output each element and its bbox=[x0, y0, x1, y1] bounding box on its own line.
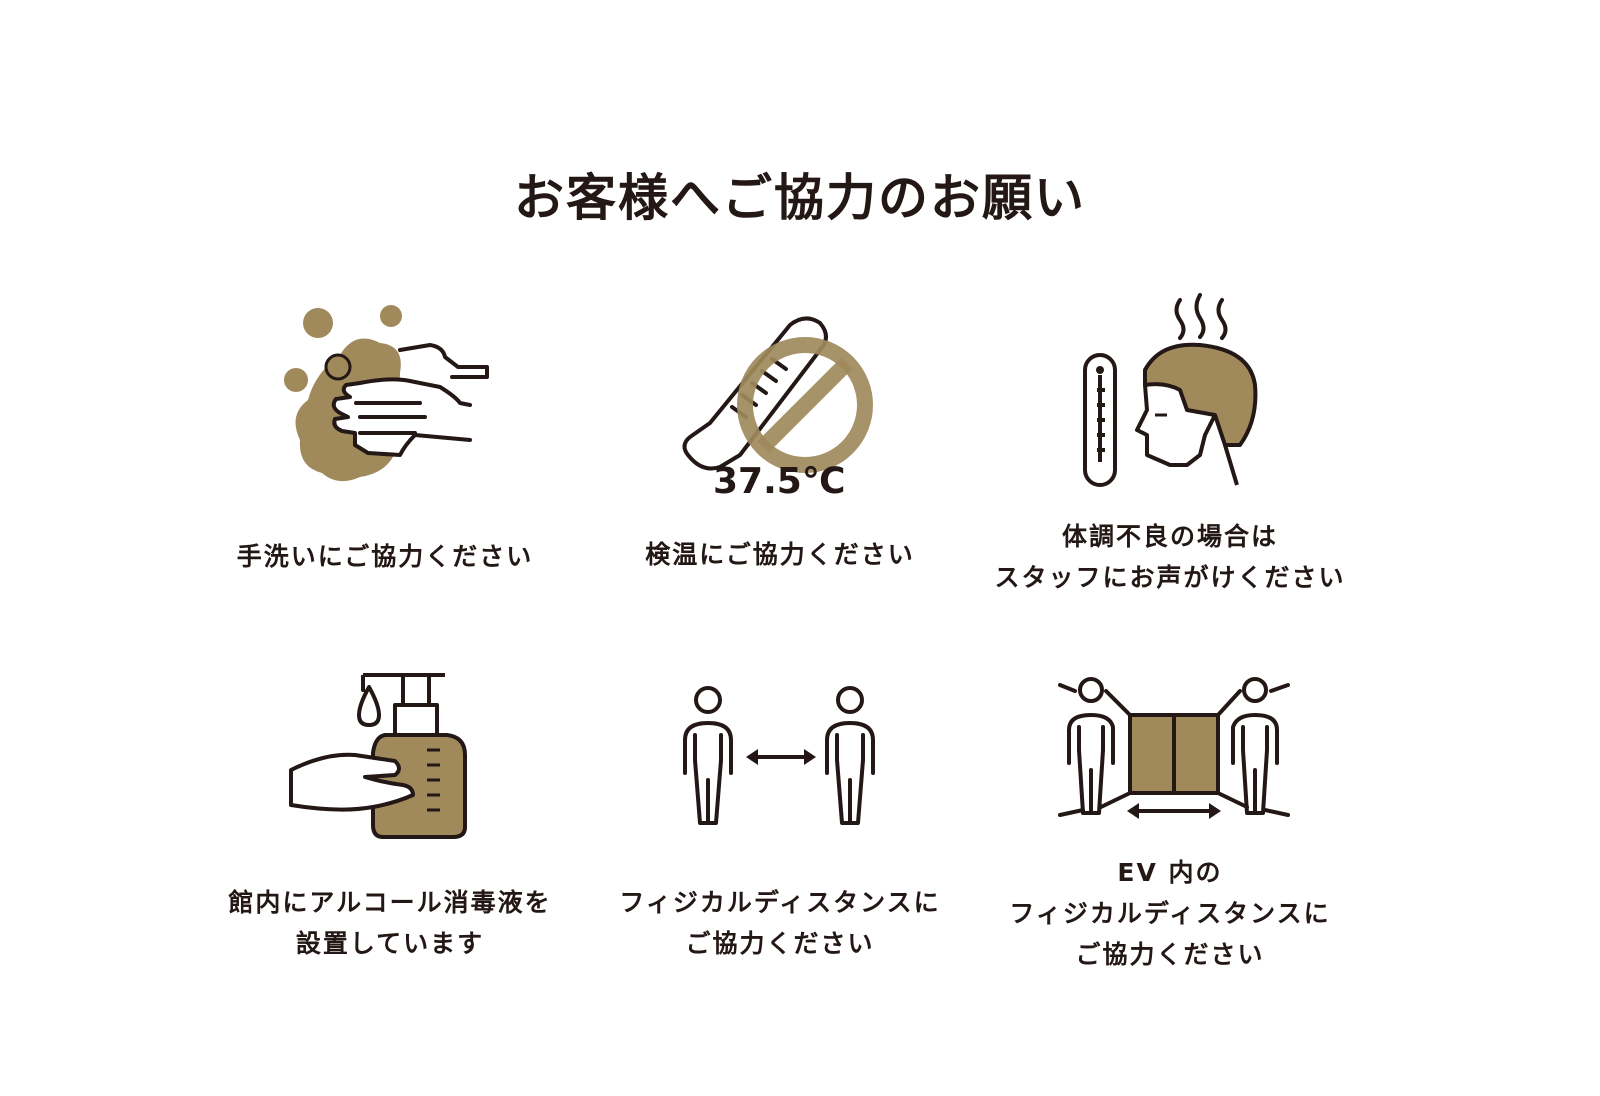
hand-sanitizer-icon bbox=[289, 673, 467, 839]
feverish-person-icon bbox=[1083, 293, 1258, 487]
item-caption: フィジカルディスタンスに ご協力ください bbox=[550, 882, 1010, 964]
physical-distance-icon bbox=[683, 686, 875, 825]
caption-line: EV 内の bbox=[1117, 858, 1223, 887]
caption-line: フィジカルディスタンスに bbox=[619, 888, 941, 917]
page-title: お客様へご協力のお願い bbox=[514, 169, 1086, 227]
caption-line: 検温にご協力ください bbox=[645, 540, 915, 569]
caption-line: 手洗いにご協力ください bbox=[236, 542, 534, 571]
caption-line: 体調不良の場合は bbox=[1061, 522, 1278, 551]
caption-line: 設置しています bbox=[295, 929, 485, 958]
item-caption: 手洗いにご協力ください bbox=[155, 536, 615, 577]
elevator-distance-icon bbox=[1058, 677, 1290, 819]
temperature-label: 37.5℃ bbox=[713, 461, 845, 502]
item-caption: 館内にアルコール消毒液を 設置しています bbox=[160, 882, 620, 964]
caption-line: スタッフにお声がけください bbox=[994, 563, 1346, 592]
handwashing-icon bbox=[284, 305, 489, 482]
item-caption: 検温にご協力ください bbox=[550, 534, 1010, 575]
caption-line: 館内にアルコール消毒液を bbox=[228, 888, 552, 917]
caption-line: フィジカルディスタンスに bbox=[1009, 899, 1331, 928]
thermometer-no-icon: 37.5℃ bbox=[682, 316, 873, 502]
item-caption: 体調不良の場合は スタッフにお声がけください bbox=[940, 516, 1400, 598]
caption-line: ご協力ください bbox=[685, 929, 875, 958]
item-caption: EV 内の フィジカルディスタンスに ご協力ください bbox=[940, 852, 1400, 975]
caption-line: ご協力ください bbox=[1075, 940, 1265, 969]
